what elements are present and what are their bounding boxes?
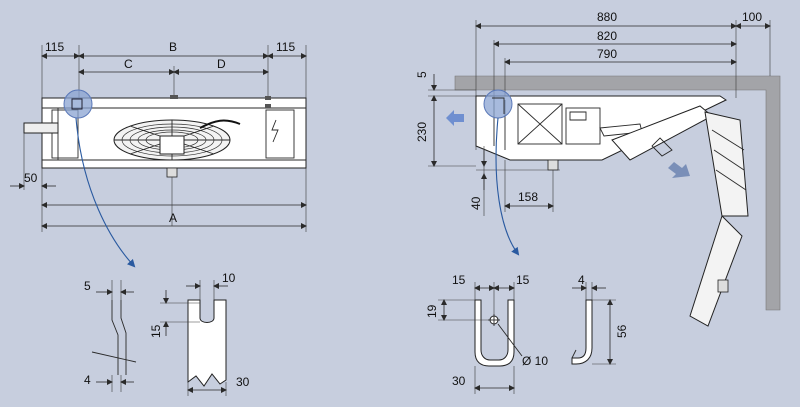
front-dim-115-right: 115	[276, 40, 295, 54]
front-dim-D: D	[217, 57, 226, 71]
detail-right-dim-dia: Ø 10	[522, 354, 548, 368]
side-dim-100: 100	[742, 10, 762, 24]
detail-right-dim-15b: 15	[516, 273, 530, 287]
front-dim-C: C	[124, 57, 133, 71]
detail-leader-left	[75, 117, 136, 268]
airflow-in-arrow	[668, 162, 690, 178]
detail-right: 15 15 19 Ø 10 30 4 56	[425, 273, 629, 394]
side-dim-158: 158	[518, 190, 538, 204]
detail-right-dim-56: 56	[615, 324, 629, 338]
fan-icon	[113, 119, 241, 161]
detail-callout-right[interactable]	[483, 89, 513, 119]
front-view: 115 B 115 C D	[10, 40, 307, 268]
detail-left-dim-30: 30	[236, 375, 250, 389]
detail-callout-left[interactable]	[63, 89, 93, 119]
detail-left-dim-4: 4	[84, 373, 91, 387]
detail-left: 5 4 10 15 30	[84, 271, 250, 396]
side-view: 880 100 820 790 5 230	[415, 10, 781, 327]
side-dim-880: 880	[597, 10, 617, 24]
detail-right-dim-4: 4	[578, 273, 585, 287]
front-dim-B: B	[169, 40, 177, 54]
detail-right-dim-30: 30	[452, 374, 466, 388]
detail-right-dim-19: 19	[425, 304, 439, 318]
front-dim-A: A	[169, 211, 177, 225]
side-dim-5: 5	[415, 71, 429, 78]
front-dim-115-left: 115	[45, 40, 64, 54]
hinged-panel	[689, 215, 743, 327]
detail-left-dim-15: 15	[149, 324, 163, 338]
electrical-icon	[271, 119, 279, 143]
detail-leader-right	[495, 117, 520, 256]
side-dim-820: 820	[597, 29, 617, 43]
detail-left-dim-5: 5	[84, 279, 91, 293]
detail-left-dim-10: 10	[222, 271, 236, 285]
side-dim-790: 790	[597, 47, 617, 61]
airflow-out-arrow	[446, 110, 464, 126]
side-dim-230: 230	[415, 122, 429, 142]
detail-right-dim-15a: 15	[452, 273, 466, 287]
front-dim-50: 50	[24, 171, 38, 185]
side-dim-40: 40	[469, 196, 483, 210]
